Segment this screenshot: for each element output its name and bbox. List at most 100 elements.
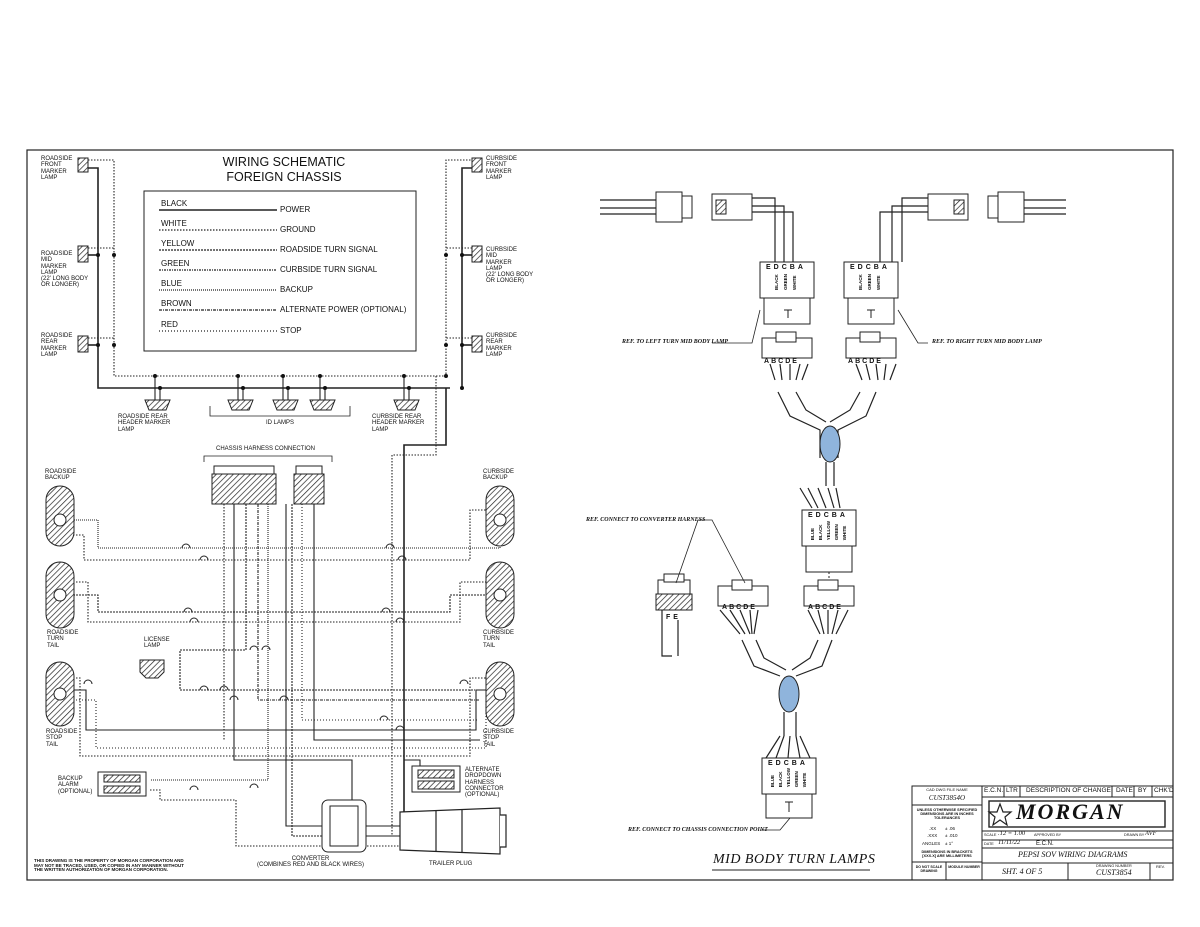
ref-chassis-connection: REF. CONNECT TO CHASSIS CONNECTION POINT bbox=[628, 827, 768, 833]
wire-label: WHITE bbox=[876, 275, 881, 291]
drawing-title: PEPSI SOV WIRING DIAGRAMS bbox=[1018, 850, 1128, 859]
cad-file-label: CAD DWG FILE NAME bbox=[926, 787, 968, 792]
pin-b: B bbox=[729, 604, 735, 611]
drawing-number-label: DRAWING NUMBER bbox=[1096, 864, 1132, 868]
morgan-logo: MORGAN bbox=[1016, 799, 1125, 824]
module-number-label: MODULE NUMBER bbox=[948, 865, 980, 869]
pin-a: A bbox=[797, 264, 803, 271]
pin-b: B bbox=[873, 264, 879, 271]
sheet-number: SHT. 4 OF 5 bbox=[1002, 867, 1043, 876]
pin-f: F bbox=[666, 614, 671, 621]
pin-b: B bbox=[831, 512, 837, 519]
converter bbox=[321, 799, 367, 853]
junction-dots bbox=[96, 253, 464, 390]
unless-note: UNLESS OTHERWISE SPECIFIED DIMENSIONS AR… bbox=[916, 808, 978, 820]
tol-xx-value: ± .06 bbox=[945, 826, 955, 831]
legend-function-power: POWER bbox=[280, 205, 311, 214]
pin-e: E bbox=[876, 358, 881, 365]
label-backup-alarm: BACKUP ALARM (OPTIONAL) bbox=[58, 776, 93, 795]
wire-label: BLUE bbox=[770, 775, 775, 788]
label-roadside-rear-header: ROADSIDE REAR HEADER MARKER LAMP bbox=[118, 414, 171, 433]
scale-value: .12 = 1.00 bbox=[998, 830, 1026, 837]
pin-b: B bbox=[791, 760, 797, 767]
pin-e: E bbox=[766, 264, 771, 271]
upper-connector-housings bbox=[759, 261, 899, 359]
legend-function-ground: GROUND bbox=[280, 225, 316, 234]
bottom-connector-housing bbox=[761, 757, 817, 819]
legend-color-brown: BROWN bbox=[161, 299, 192, 308]
legend-function-alt-power: ALTERNATE POWER (OPTIONAL) bbox=[280, 305, 407, 314]
pin-c: C bbox=[862, 358, 868, 365]
marker-ground-feed bbox=[391, 376, 437, 835]
by-header: BY bbox=[1138, 787, 1147, 794]
angles-value: ± 1° bbox=[945, 841, 954, 846]
junction-connector-lower bbox=[778, 675, 800, 713]
mid-body-title: MID BODY TURN LAMPS bbox=[713, 852, 876, 867]
label-id-lamps: ID LAMPS bbox=[266, 420, 295, 426]
pin-d: D bbox=[829, 604, 835, 611]
legend-function-roadside-turn: ROADSIDE TURN SIGNAL bbox=[280, 245, 378, 254]
wire-label: BLACK bbox=[818, 524, 823, 541]
top-plugs bbox=[655, 191, 1025, 223]
approved-label: APPROVED BY bbox=[1034, 833, 1062, 837]
drawing-number: CUST3854 bbox=[1096, 868, 1132, 877]
label-roadside-backup: ROADSIDE BACKUP bbox=[45, 469, 77, 482]
label-curbside-stop-tail: CURBSIDE STOP TAIL bbox=[483, 729, 515, 748]
pin-e: E bbox=[808, 512, 813, 519]
label-roadside-turn-tail: ROADSIDE TURN TAIL bbox=[47, 630, 79, 649]
pin-b: B bbox=[815, 604, 821, 611]
drawn-label: DRAWN BY bbox=[1124, 833, 1145, 837]
wire-label: BLUE bbox=[810, 528, 815, 541]
wire-label: GREEN bbox=[834, 524, 839, 541]
date-header: DATE bbox=[1116, 787, 1133, 794]
pin-d: D bbox=[869, 358, 875, 365]
pin-e: E bbox=[750, 604, 755, 611]
label-curbside-rear-header: CURBSIDE REAR HEADER MARKER LAMP bbox=[372, 414, 425, 433]
label-roadside-mid-marker: ROADSIDE MID MARKER LAMP (22' LONG BODY … bbox=[41, 251, 89, 289]
wire-label: GREEN bbox=[794, 771, 799, 788]
pin-c: C bbox=[822, 604, 828, 611]
tol-xx-label: .XX bbox=[929, 826, 937, 831]
legend-color-green: GREEN bbox=[161, 259, 190, 268]
star-icon bbox=[987, 802, 1013, 827]
pin-b: B bbox=[789, 264, 795, 271]
wire-crossovers bbox=[83, 543, 469, 791]
pin-d: D bbox=[743, 604, 749, 611]
y-harness bbox=[741, 391, 877, 736]
tol-xxx-value: ± .010 bbox=[945, 833, 958, 838]
bracket-note: DIMENSIONS IN BRACKETS [XXX.X] ARE MILLI… bbox=[921, 850, 973, 858]
pin-c: C bbox=[781, 264, 787, 271]
wire-label: BLACK bbox=[858, 274, 863, 291]
legend-color-red: RED bbox=[161, 320, 178, 329]
ref-left-turn-lamp: REF. TO LEFT TURN MID BODY LAMP bbox=[622, 339, 729, 345]
pin-c: C bbox=[823, 512, 829, 519]
roadside-marker-lamps bbox=[77, 157, 89, 353]
pin-e: E bbox=[836, 604, 841, 611]
wire-label: WHITE bbox=[792, 275, 797, 291]
label-chassis-harness: CHASSIS HARNESS CONNECTION bbox=[216, 446, 316, 452]
pin-a: A bbox=[881, 264, 887, 271]
leader-lines bbox=[675, 309, 928, 831]
pin-d: D bbox=[773, 264, 779, 271]
pin-c: C bbox=[783, 760, 789, 767]
wire-label: BLACK bbox=[774, 274, 779, 291]
do-not-scale: DO NOT SCALE DRAWING bbox=[915, 865, 943, 873]
pin-a: A bbox=[808, 604, 814, 611]
wire-label: WHITE bbox=[802, 772, 807, 788]
angles-label: ANGLES bbox=[922, 841, 941, 846]
ref-converter-harness: REF. CONNECT TO CONVERTER HARNESS bbox=[586, 517, 706, 523]
tol-xxx-label: .XXX bbox=[927, 833, 938, 838]
date-value: 11/11/22 bbox=[998, 839, 1021, 846]
label-roadside-front-marker: ROADSIDE FRONT MARKER LAMP bbox=[41, 156, 73, 181]
label-curbside-mid-marker: CURBSIDE MID MARKER LAMP (22' LONG BODY … bbox=[486, 247, 534, 285]
marker-feed bbox=[403, 388, 447, 835]
pin-d: D bbox=[857, 264, 863, 271]
pin-e: E bbox=[673, 614, 678, 621]
ecn-header: E.C.N. bbox=[984, 787, 1004, 794]
